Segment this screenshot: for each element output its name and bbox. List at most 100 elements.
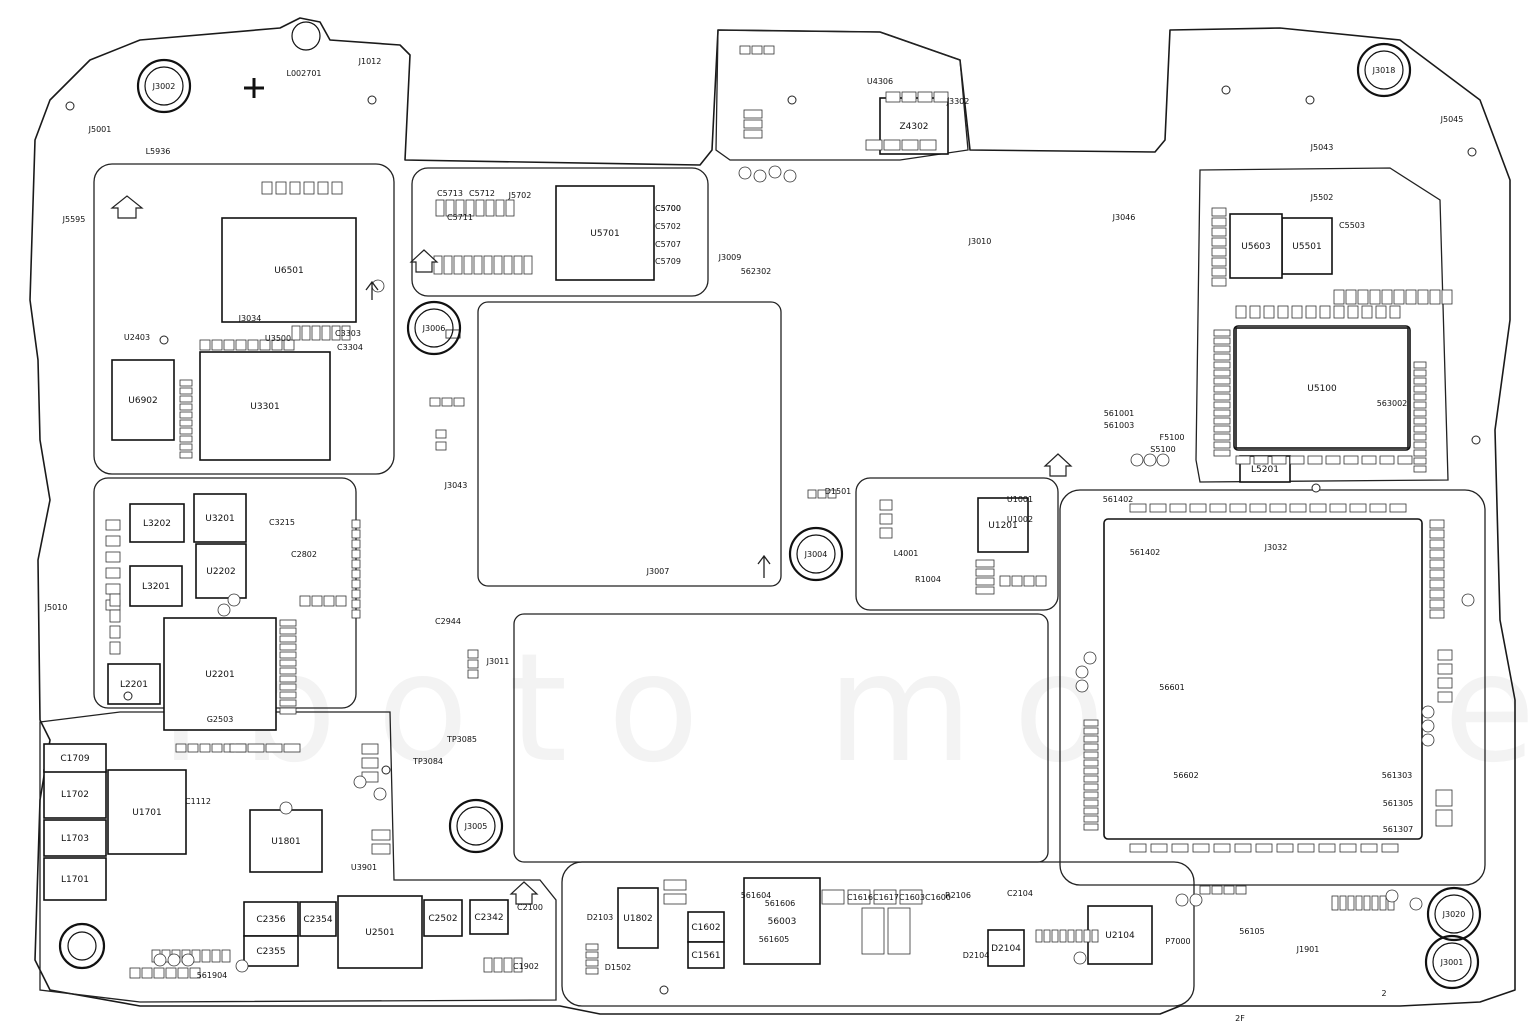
chip-u5100 xyxy=(1235,327,1409,449)
ref-designator-label: C5503 xyxy=(1339,221,1365,230)
arrow-up-line-icon xyxy=(757,554,771,578)
passive-component xyxy=(129,967,141,979)
chip-label: U2104 xyxy=(1105,931,1135,941)
passive-component xyxy=(247,339,259,351)
chip-u1701 xyxy=(107,769,187,855)
passive-component xyxy=(663,893,687,905)
passive-component xyxy=(1331,895,1339,911)
shield-right-soc xyxy=(1103,518,1423,840)
via-dot xyxy=(159,335,169,345)
passive-component xyxy=(1309,503,1327,513)
passive-component xyxy=(1235,885,1247,895)
passive-component xyxy=(1235,305,1247,319)
passive-component xyxy=(1150,843,1168,853)
chip-u2202 xyxy=(195,543,247,599)
passive-component xyxy=(153,967,165,979)
passive-component xyxy=(1253,455,1269,465)
ref-designator-label: U3500 xyxy=(265,334,291,343)
passive-component xyxy=(1211,217,1227,227)
passive-component xyxy=(1429,519,1445,529)
passive-component xyxy=(975,568,995,577)
mounting-hole-inner xyxy=(796,534,836,574)
chip-c2356 xyxy=(243,901,299,937)
ref-designator-label: 561303 xyxy=(1382,771,1413,780)
mounting-hole-outer xyxy=(1426,886,1482,942)
region-center-right xyxy=(855,477,1059,611)
passive-component xyxy=(1339,843,1357,853)
passive-component xyxy=(1347,305,1359,319)
passive-component xyxy=(109,641,121,655)
passive-component xyxy=(105,567,121,579)
passive-component xyxy=(861,907,885,955)
passive-component xyxy=(663,879,687,891)
chip-l3201 xyxy=(129,565,183,607)
ref-designator-label: D2103 xyxy=(587,913,614,922)
passive-component xyxy=(1213,385,1231,393)
passive-component xyxy=(1345,289,1357,305)
mounting-hole-outer xyxy=(1356,42,1412,98)
ref-designator-label: J3046 xyxy=(1112,213,1136,222)
passive-component xyxy=(1381,843,1399,853)
plus-marker-icon xyxy=(244,78,264,98)
passive-component xyxy=(467,659,479,669)
passive-component xyxy=(1347,895,1355,911)
passive-component xyxy=(1319,305,1331,319)
chip-label: C1561 xyxy=(691,951,720,961)
capacitor-round xyxy=(1156,453,1170,467)
chip-label: C2502 xyxy=(428,914,457,924)
ref-designator-label: P7000 xyxy=(1165,937,1190,946)
arrow-up-icon xyxy=(409,249,439,273)
passive-component xyxy=(1413,401,1427,409)
passive-component xyxy=(331,181,343,195)
passive-component xyxy=(1413,377,1427,385)
passive-component xyxy=(1417,289,1429,305)
passive-component xyxy=(1255,843,1273,853)
chip-label: U5100 xyxy=(1307,384,1337,394)
passive-component xyxy=(109,593,121,607)
passive-component xyxy=(1083,807,1099,815)
ref-designator-label: J3032 xyxy=(1264,543,1288,552)
ref-designator-label: J5502 xyxy=(1310,193,1334,202)
ref-designator-label: J5010 xyxy=(44,603,68,612)
ref-designator-label: J3010 xyxy=(968,237,992,246)
passive-component xyxy=(199,743,211,753)
passive-component xyxy=(341,325,351,341)
ref-designator-label: 561003 xyxy=(1104,421,1135,430)
passive-component xyxy=(275,181,287,195)
capacitor-round xyxy=(1385,889,1399,903)
passive-component xyxy=(351,579,361,589)
passive-component xyxy=(483,957,493,973)
chip-u6501 xyxy=(221,217,357,323)
arrow-up-line-icon xyxy=(365,280,379,300)
ref-designator-label: C5707 xyxy=(655,240,681,249)
capacitor-round xyxy=(1175,893,1189,907)
passive-component xyxy=(105,551,121,563)
passive-component xyxy=(763,45,775,55)
passive-component xyxy=(279,635,297,643)
passive-component xyxy=(301,325,311,341)
passive-component xyxy=(279,659,297,667)
ref-designator-label: TP3085 xyxy=(446,735,477,744)
passive-component xyxy=(279,667,297,675)
passive-component xyxy=(1329,503,1347,513)
small-parts-layer xyxy=(105,45,1475,979)
passive-component xyxy=(265,743,283,753)
capacitor-round xyxy=(753,169,767,183)
chip-label: U1701 xyxy=(132,808,162,818)
passive-component xyxy=(351,599,361,609)
chip-label: U6501 xyxy=(274,266,304,276)
chip-c2354 xyxy=(299,901,337,937)
passive-component xyxy=(817,489,827,499)
chip-label: C2342 xyxy=(474,913,503,923)
passive-component xyxy=(467,669,479,679)
passive-component xyxy=(847,889,871,905)
chip-label: U5701 xyxy=(590,229,620,239)
passive-component xyxy=(1429,559,1445,569)
ref-designator-label: C1600 xyxy=(925,893,951,902)
passive-component xyxy=(435,441,447,451)
ref-designator-label: U4306 xyxy=(867,77,893,86)
passive-component xyxy=(919,139,937,151)
passive-component xyxy=(1389,305,1401,319)
chip-label: U2202 xyxy=(206,567,236,577)
ref-designator-label: U2403 xyxy=(124,333,150,342)
